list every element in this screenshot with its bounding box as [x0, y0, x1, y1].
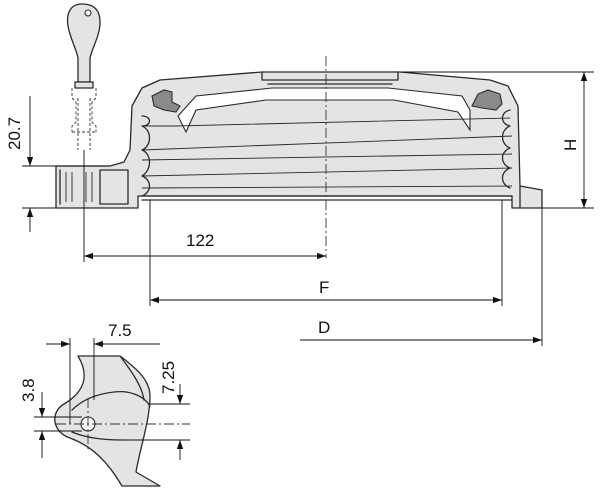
label-122: 122	[186, 231, 214, 250]
label-3-8: 3.8	[19, 378, 38, 402]
detail-view	[54, 355, 190, 487]
label-20-7: 20.7	[5, 117, 24, 150]
label-h: H	[561, 139, 580, 151]
label-7-5: 7.5	[108, 321, 132, 340]
dimension-h: H	[400, 71, 594, 209]
dimension-20-7: 20.7	[5, 96, 110, 232]
key-icon	[66, 3, 101, 150]
label-7-25: 7.25	[159, 361, 178, 394]
label-d: D	[318, 318, 330, 337]
dimension-122: 122	[83, 150, 326, 262]
label-f: F	[319, 278, 329, 297]
dimension-7-5: 7.5	[46, 321, 160, 424]
cap-body	[55, 71, 543, 209]
dimension-7-25: 7.25	[122, 361, 190, 460]
seal-right	[471, 89, 503, 111]
seal-left	[151, 89, 181, 113]
dimension-3-8: 3.8	[19, 378, 82, 458]
dimension-f: F	[149, 200, 503, 306]
dimension-d: D	[300, 208, 543, 346]
